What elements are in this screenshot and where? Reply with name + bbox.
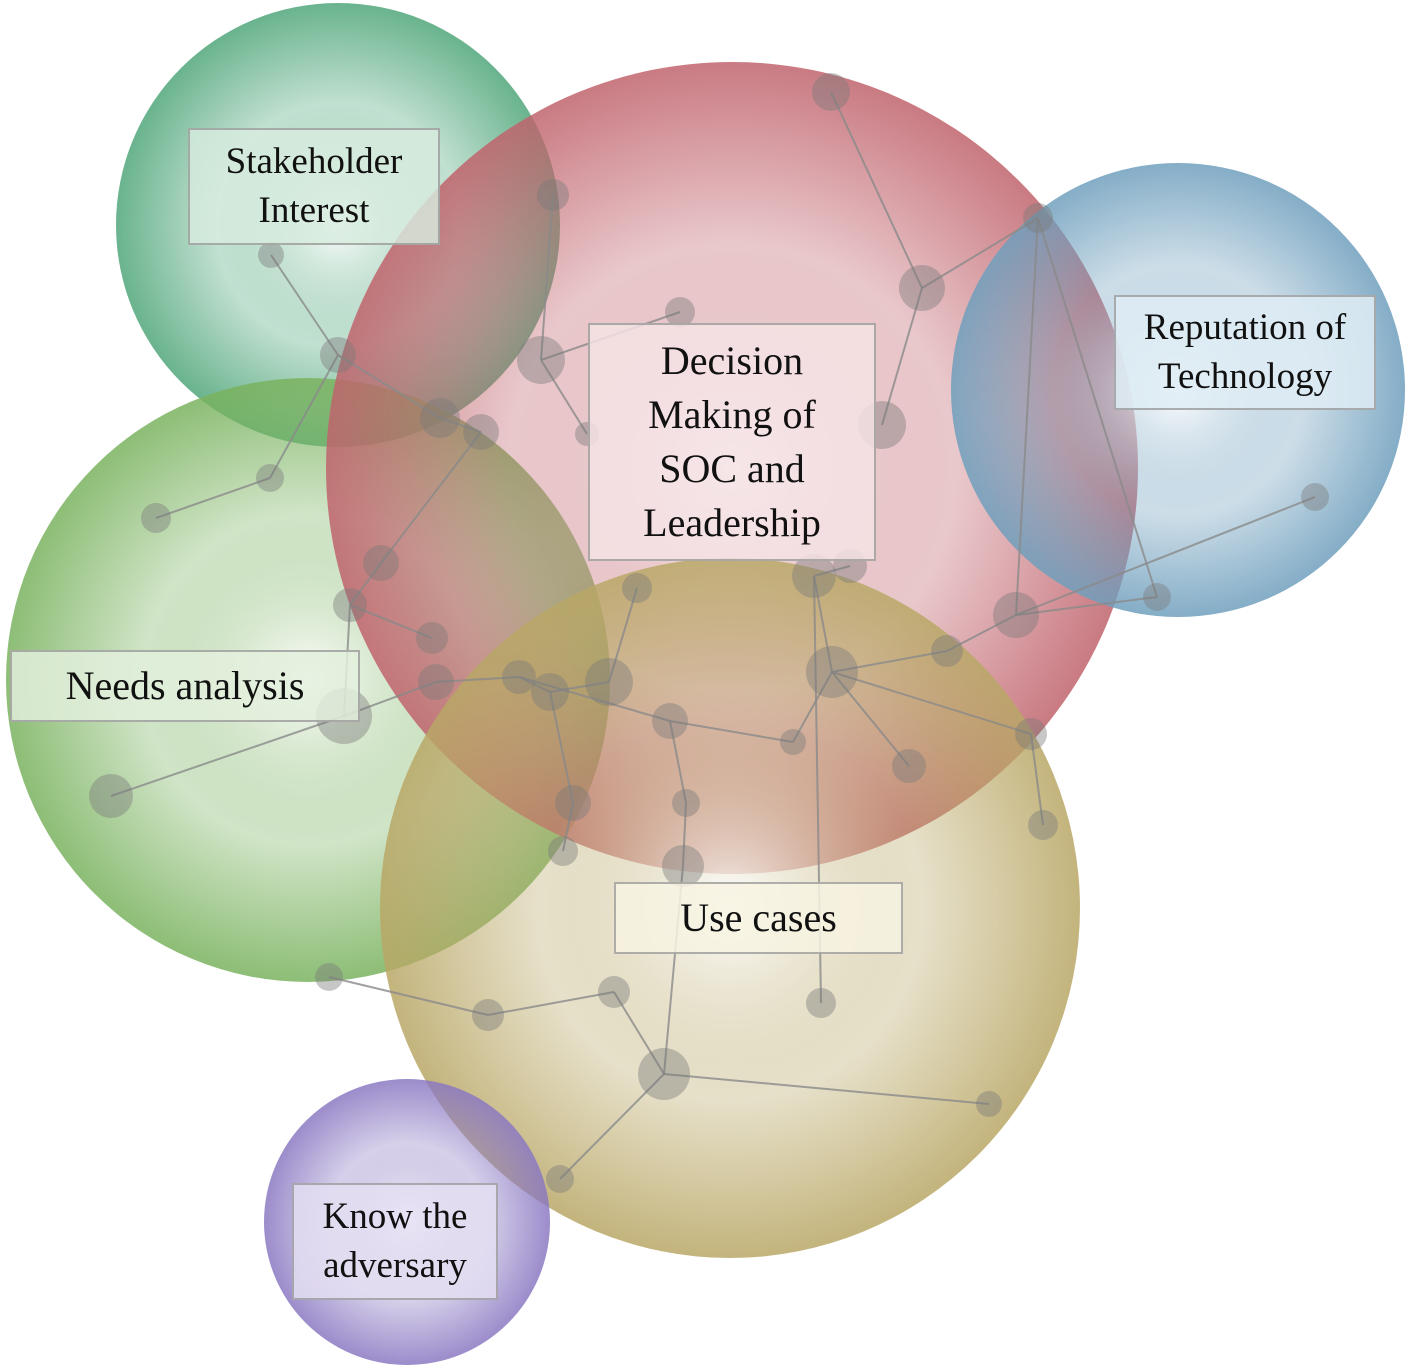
network-node-35 <box>555 785 591 821</box>
network-node-17 <box>333 588 367 622</box>
network-node-23 <box>931 635 963 667</box>
network-edge-10 <box>792 671 833 743</box>
network-node-20 <box>792 554 836 598</box>
network-edge-29 <box>669 720 687 804</box>
network-edge-36 <box>110 715 345 797</box>
network-node-22 <box>993 592 1039 638</box>
network-node-14 <box>256 464 284 492</box>
network-node-10 <box>1023 203 1053 233</box>
network-edge-3 <box>1015 217 1039 616</box>
label-know-the-adversary: Know the adversary <box>292 1183 498 1300</box>
network-edge-28 <box>669 720 794 743</box>
network-edge-7 <box>831 650 948 673</box>
network-node-36 <box>672 789 700 817</box>
network-node-40 <box>315 963 343 991</box>
network-edge-27 <box>518 676 671 722</box>
network-node-46 <box>546 1165 574 1193</box>
network-node-41 <box>472 999 504 1031</box>
edges-layer <box>110 91 1316 1180</box>
network-node-25 <box>585 658 633 706</box>
label-decision-making: Decision Making of SOC and Leadership <box>588 323 876 561</box>
network-node-27 <box>502 660 536 694</box>
network-edge-26 <box>549 681 610 693</box>
label-needs-analysis: Needs analysis <box>10 650 360 722</box>
network-node-3 <box>665 297 695 327</box>
network-edge-9 <box>813 565 851 577</box>
network-edge-11 <box>831 671 910 767</box>
network-edge-14 <box>270 254 339 356</box>
network-edge-15 <box>337 354 441 419</box>
network-edge-40 <box>663 1073 990 1105</box>
network-node-38 <box>548 836 578 866</box>
network-node-16 <box>363 545 399 581</box>
network-node-43 <box>806 988 836 1018</box>
network-edge-44 <box>608 587 638 683</box>
network-node-4 <box>320 337 356 373</box>
label-use-cases: Use cases <box>614 882 903 954</box>
network-edge-19 <box>380 431 482 564</box>
network-edge-13 <box>1030 733 1044 826</box>
network-edge-4 <box>1015 496 1316 616</box>
network-node-2 <box>258 242 284 268</box>
network-edge-18 <box>439 417 482 433</box>
network-node-1 <box>537 179 569 211</box>
network-node-24 <box>806 646 858 698</box>
network-edge-12 <box>831 671 1032 735</box>
network-node-45 <box>976 1091 1002 1117</box>
network-node-31 <box>780 729 806 755</box>
network-edge-6 <box>946 614 1017 652</box>
network-node-5 <box>517 336 565 384</box>
network-node-0 <box>812 73 850 111</box>
network-edge-1 <box>921 217 1039 289</box>
network-node-33 <box>892 749 926 783</box>
network-node-9 <box>899 265 945 311</box>
network-node-26 <box>418 664 454 700</box>
network-edge-45 <box>1037 217 1158 598</box>
network-edge-33 <box>540 194 554 361</box>
network-node-44 <box>638 1048 690 1100</box>
network-node-6 <box>420 398 460 438</box>
network-edge-41 <box>559 1073 665 1180</box>
network-edge-0 <box>830 91 923 289</box>
network-node-32 <box>1015 718 1047 750</box>
network-node-7 <box>463 414 499 450</box>
network-node-28 <box>531 673 569 711</box>
network-node-19 <box>622 573 652 603</box>
network-node-37 <box>1028 810 1058 840</box>
network-node-18 <box>416 622 448 654</box>
network-edge-34 <box>540 359 588 435</box>
network-edge-37 <box>328 976 489 1016</box>
network-edge-32 <box>562 802 574 852</box>
network-edge-2 <box>881 287 923 426</box>
network-node-15 <box>141 503 171 533</box>
network-node-39 <box>662 845 704 887</box>
network-edge-39 <box>613 991 665 1075</box>
network-edge-5 <box>1015 596 1158 616</box>
network-edge-30 <box>682 802 687 867</box>
network-edge-31 <box>549 691 574 804</box>
network-node-13 <box>1143 583 1171 611</box>
network-edge-8 <box>813 575 833 673</box>
network-node-12 <box>1301 483 1329 511</box>
label-reputation-of-technology: Reputation of Technology <box>1114 295 1376 410</box>
network-node-30 <box>652 703 688 739</box>
network-node-34 <box>89 774 133 818</box>
network-edge-38 <box>487 991 615 1016</box>
network-edge-21 <box>349 604 433 639</box>
network-node-42 <box>598 976 630 1008</box>
network-edge-20 <box>349 562 382 606</box>
label-stakeholder-interest: Stakeholder Interest <box>188 128 440 245</box>
network-edge-17 <box>155 477 271 519</box>
network-edge-16 <box>269 354 339 479</box>
network-edge-24 <box>435 676 520 683</box>
